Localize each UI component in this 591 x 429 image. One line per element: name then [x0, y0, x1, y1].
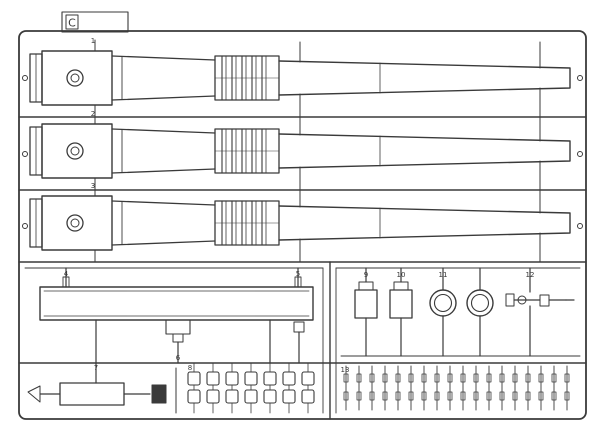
- part-linkage: [505, 267, 575, 357]
- sprue-tab-letter: C: [68, 17, 76, 30]
- small-part: [564, 365, 570, 411]
- part-cylinder: [27, 362, 167, 406]
- barrel-part-2: [29, 112, 571, 191]
- small-part: [447, 365, 453, 411]
- part-mechanism: [165, 319, 191, 335]
- small-part: [356, 365, 362, 411]
- ring-part: [263, 362, 277, 414]
- small-part: [525, 365, 531, 411]
- small-parts: [343, 365, 570, 411]
- barrel-parts: [29, 39, 571, 263]
- small-part: [538, 365, 544, 411]
- part-long-bar: [39, 286, 314, 321]
- part-label: 9: [364, 271, 368, 279]
- ring-part: [282, 362, 296, 414]
- barrel-part-label: 3: [91, 182, 95, 190]
- ring-parts: [187, 362, 315, 414]
- small-part: [486, 365, 492, 411]
- ring-part: [187, 362, 201, 414]
- sprue-frame-nubs: [22, 75, 583, 229]
- part-block-10: [389, 289, 413, 319]
- ring-part: [225, 362, 239, 414]
- barrel-part-1: [29, 39, 571, 118]
- ring-part: [206, 362, 220, 414]
- barrel-part-label: 2: [91, 110, 95, 118]
- part-label: 6: [176, 354, 181, 362]
- small-part: [382, 365, 388, 411]
- small-part: [421, 365, 427, 411]
- small-part: [473, 365, 479, 411]
- small-parts-label: 13: [341, 366, 350, 374]
- small-part: [551, 365, 557, 411]
- small-part: [512, 365, 518, 411]
- part-block-9: [354, 289, 378, 319]
- sprue-tab: C: [61, 11, 129, 33]
- small-part: [343, 365, 349, 411]
- part-label: 12: [526, 271, 535, 279]
- small-part: [395, 365, 401, 411]
- ring-part: [244, 362, 258, 414]
- ring-part: [301, 362, 315, 414]
- lower-right-parts: [340, 267, 581, 411]
- barrel-part-label: 1: [91, 37, 95, 45]
- part-label: 11: [439, 271, 448, 279]
- small-part: [434, 365, 440, 411]
- part-label: 10: [397, 271, 406, 279]
- sprue-outer-frame: [18, 30, 587, 420]
- part-label: 8: [188, 364, 192, 372]
- small-part: [369, 365, 375, 411]
- small-part: [408, 365, 414, 411]
- part-label: 4: [64, 270, 69, 278]
- lower-left-parts: [27, 267, 315, 414]
- part-wheel-11: [429, 267, 457, 357]
- small-part: [499, 365, 505, 411]
- part-label: 5: [296, 270, 300, 278]
- small-part: [460, 365, 466, 411]
- part-wheel-12: [466, 267, 494, 357]
- sprue-runners: [18, 116, 587, 420]
- barrel-part-3: [29, 184, 571, 263]
- part-label: 7: [94, 364, 98, 372]
